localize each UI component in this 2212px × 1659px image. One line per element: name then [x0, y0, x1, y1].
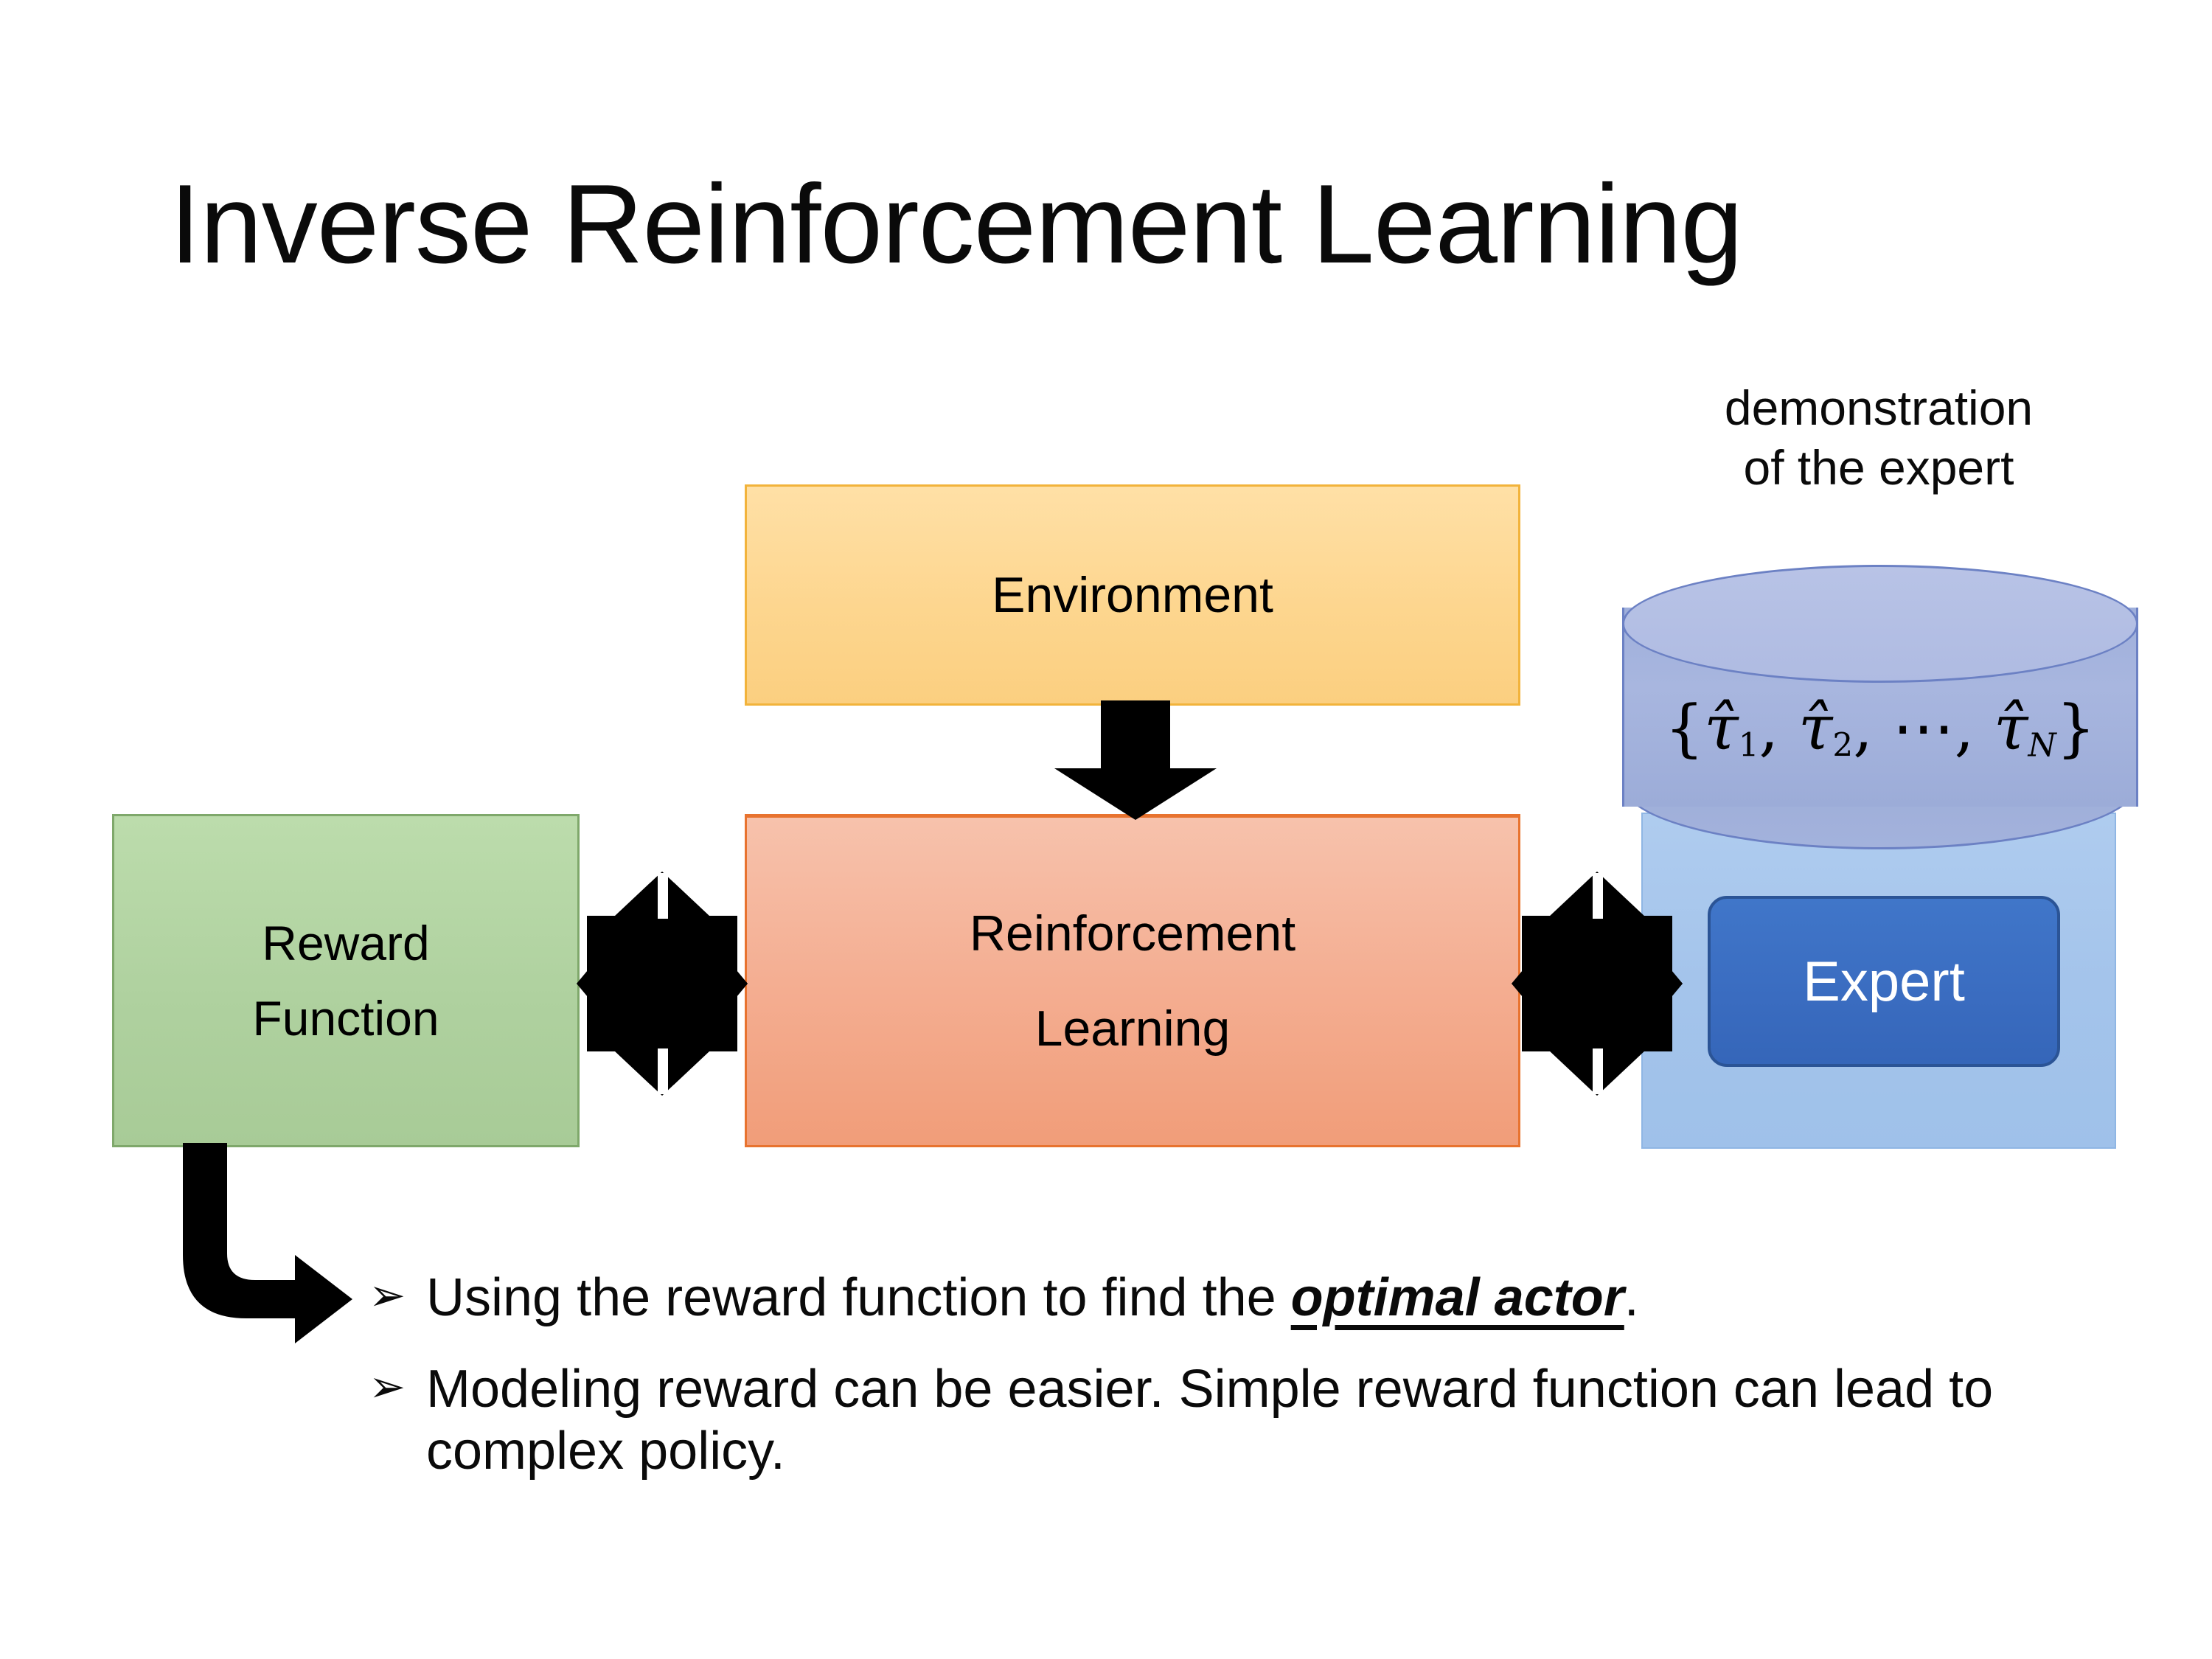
bullet-1-suffix: .: [1624, 1268, 1639, 1327]
reward-function-label-line2: Function: [252, 991, 439, 1046]
reinforcement-learning-label-line2: Learning: [1034, 1001, 1231, 1057]
environment-box-label: Environment: [992, 567, 1273, 623]
cylinder-top-ellipse: [1622, 565, 2138, 683]
bullet-list: ➢ Using the reward function to find the …: [369, 1267, 2101, 1512]
demonstration-caption-line1: demonstration: [1724, 380, 2034, 435]
list-item: ➢ Modeling reward can be easier. Simple …: [369, 1358, 2101, 1482]
demonstration-caption: demonstration of the expert: [1641, 378, 2117, 497]
reward-function-box[interactable]: Reward Function: [112, 814, 580, 1147]
rl-expert-double-arrow-icon: [1512, 872, 1683, 1096]
bullet-1-emphasis: optimal actor: [1290, 1268, 1624, 1327]
reward-to-bullets-elbow-arrow-icon: [183, 1143, 352, 1343]
reinforcement-learning-box[interactable]: Reinforcement Learning: [745, 814, 1520, 1147]
bullet-marker-icon: ➢: [369, 1362, 406, 1412]
list-item: ➢ Using the reward function to find the …: [369, 1267, 2101, 1329]
bullet-text-2: Modeling reward can be easier. Simple re…: [426, 1360, 1994, 1481]
expert-button[interactable]: Expert: [1708, 896, 2060, 1067]
environment-box[interactable]: Environment: [745, 484, 1520, 706]
environment-to-rl-arrow-icon: [1054, 700, 1217, 820]
expert-button-label: Expert: [1803, 950, 1965, 1013]
reward-function-label-line1: Reward: [262, 915, 430, 970]
demonstration-caption-line2: of the expert: [1743, 439, 2014, 495]
demonstration-cylinder: {τ̂1, τ̂2, ⋯, τ̂N}: [1622, 565, 2138, 849]
bullet-text-1: Using the reward function to find the op…: [426, 1267, 2101, 1329]
trajectory-set-formula: {τ̂1, τ̂2, ⋯, τ̂N}: [1664, 692, 2096, 765]
page-title: Inverse Reinforcement Learning: [170, 161, 1743, 287]
reward-rl-double-arrow-icon: [577, 869, 748, 1099]
bullet-marker-icon: ➢: [369, 1270, 406, 1320]
bullet-1-prefix: Using the reward function to find the: [426, 1268, 1291, 1327]
reinforcement-learning-label-line1: Reinforcement: [969, 905, 1296, 961]
